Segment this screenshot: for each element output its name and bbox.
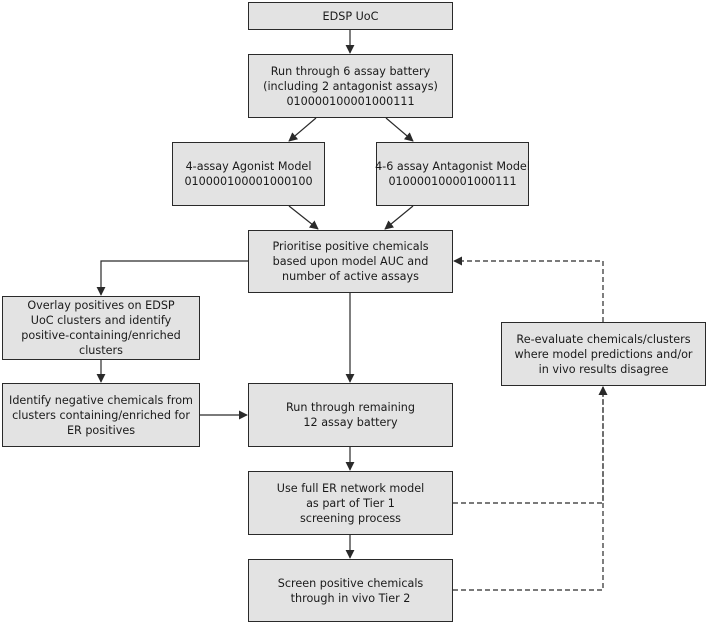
node-identify-negative: Identify negative chemicals from cluster… — [2, 383, 200, 447]
node-line: based upon model AUC and — [272, 255, 429, 268]
node-line: 010000100001000111 — [388, 175, 517, 188]
arrow-run-6-assay-to-agonist-model — [288, 117, 317, 142]
node-screen-tier2: Screen positive chemicals through in viv… — [248, 559, 453, 622]
node-line: Run through 6 assay battery — [270, 64, 431, 78]
node-full-er-model: Use full ER network model as part of Tie… — [248, 471, 453, 535]
node-agonist-model: 4-assay Agonist Model 010000100001000100 — [172, 142, 325, 206]
node-reevaluate: Re-evaluate chemicals/clusters where mod… — [501, 322, 706, 386]
node-line: 010000100001000100 — [184, 175, 313, 188]
node-run-6-assay: Run through 6 assay battery (including 2… — [248, 54, 453, 118]
node-line: Overlay positives on EDSP — [27, 299, 175, 312]
node-line: Use full ER network model — [276, 481, 425, 495]
node-line: 010000100001000111 — [286, 94, 415, 108]
node-line: (including 2 antagonist assays) — [263, 79, 438, 93]
node-line: clusters containing/enriched for — [12, 408, 190, 422]
node-line: UoC clusters and identify — [30, 314, 172, 327]
node-line: clusters — [79, 344, 123, 357]
node-line: Prioritise positive chemicals — [272, 240, 429, 253]
node-line: where model predictions and/or — [514, 347, 693, 361]
node-line: 4-6 assay Antagonist Model — [375, 160, 530, 173]
node-overlay: Overlay positives on EDSP UoC clusters a… — [2, 296, 200, 360]
node-line: Re-evaluate chemicals/clusters — [516, 332, 691, 346]
arrow-screen-tier2-to-reevaluate — [453, 386, 608, 591]
node-line: Run through remaining — [285, 401, 415, 414]
node-antagonist-model: 4-6 assay Antagonist Model 0100001000010… — [375, 142, 530, 206]
node-line: screening process — [299, 511, 402, 525]
node-line: EDSP UoC — [322, 9, 379, 23]
arrow-prioritise-to-overlay — [96, 260, 248, 296]
node-line: ER positives — [66, 423, 136, 437]
node-line: number of active assays — [282, 270, 419, 283]
node-line: 4-assay Agonist Model — [185, 160, 312, 173]
node-edsp-uoc: EDSP UoC — [248, 2, 453, 30]
arrow-agonist-model-to-prioritise — [288, 205, 319, 230]
arrow-run-6-assay-to-antagonist-model — [385, 117, 414, 142]
node-line: Identify negative chemicals from — [9, 393, 193, 407]
node-line: through in vivo Tier 2 — [290, 591, 411, 605]
arrow-reevaluate-to-prioritise — [453, 256, 604, 322]
node-line: as part of Tier 1 — [306, 496, 395, 510]
node-run-remaining: Run through remaining 12 assay battery — [248, 383, 453, 447]
arrow-antagonist-model-to-prioritise — [384, 205, 414, 230]
arrow-full-er-model-to-reevaluate — [453, 386, 608, 504]
node-line: Screen positive chemicals — [277, 576, 424, 590]
node-line: positive-containing/enriched — [21, 329, 181, 342]
node-prioritise: Prioritise positive chemicals based upon… — [248, 230, 453, 293]
node-line: in vivo results disagree — [538, 362, 669, 376]
node-line: 12 assay battery — [303, 416, 398, 429]
